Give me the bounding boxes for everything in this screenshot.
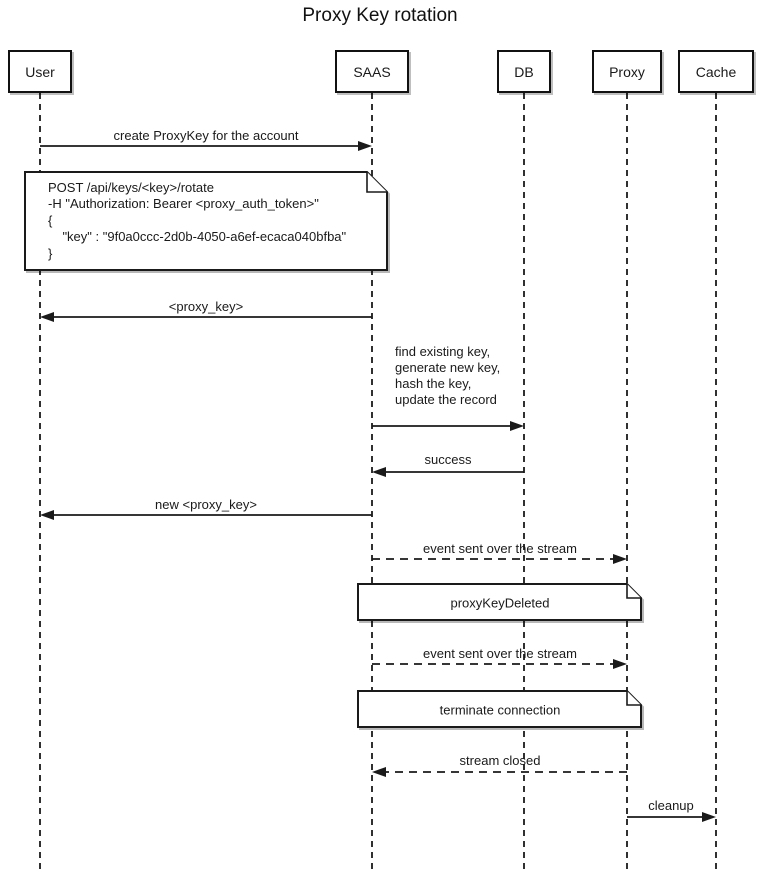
update-record-line-1: find existing key, — [395, 344, 491, 359]
diagram-title: Proxy Key rotation — [302, 5, 458, 26]
participant-user-label: User — [25, 63, 55, 80]
update-record-line-4: update the record — [395, 392, 497, 407]
payload-line-1: POST /api/keys/<key>/rotate — [48, 180, 214, 195]
participant-proxy: Proxy — [592, 50, 662, 93]
update-record-line-2: generate new key, — [395, 360, 501, 375]
payload-line-3: { — [48, 212, 53, 228]
message-label-update-record: find existing key, generate new key, has… — [395, 344, 500, 408]
arrowhead-create-proxykey — [358, 141, 372, 151]
arrowhead-success — [372, 467, 386, 477]
message-label-event-stream-1: event sent over the stream — [423, 541, 577, 556]
note-proxykey-deleted-label: proxyKeyDeleted — [450, 595, 550, 611]
arrowhead-new-proxy-key — [40, 510, 54, 520]
participant-db: DB — [497, 50, 551, 93]
message-label-stream-closed: stream closed — [459, 753, 541, 768]
participant-saas-label: SAAS — [353, 63, 391, 80]
participant-proxy-label: Proxy — [609, 63, 645, 80]
participant-cache: Cache — [678, 50, 754, 93]
note-terminate-connection — [357, 690, 642, 728]
note-proxykey-deleted-fold — [626, 584, 641, 599]
payload-line-4: "key" : "9f0a0ccc-2d0b-4050-a6ef-ecaca04… — [48, 229, 347, 245]
message-label-event-stream-2: event sent over the stream — [423, 646, 577, 661]
arrowhead-update-record — [510, 421, 524, 431]
payload-line-2: -H "Authorization: Bearer <proxy_auth_to… — [48, 196, 319, 212]
note-terminate-connection-fold — [626, 691, 641, 706]
arrowhead-cleanup — [702, 812, 716, 822]
participant-saas: SAAS — [335, 50, 409, 93]
update-record-line-3: hash the key, — [395, 376, 472, 391]
arrowhead-event-stream-1 — [613, 554, 627, 564]
participant-db-label: DB — [514, 63, 534, 80]
note-request-payload — [24, 171, 388, 271]
participant-user: User — [8, 50, 72, 93]
message-label-success: success — [424, 452, 472, 467]
payload-line-5: } — [48, 245, 53, 261]
participant-cache-label: Cache — [695, 63, 737, 80]
message-label-create-proxykey: create ProxyKey for the account — [113, 128, 299, 143]
message-label-new-proxy-key: new <proxy_key> — [155, 497, 257, 512]
note-request-payload-text: POST /api/keys/<key>/rotate -H "Authoriz… — [48, 180, 346, 262]
note-terminate-connection-label: terminate connection — [439, 702, 561, 718]
message-label-proxy-key: <proxy_key> — [168, 299, 244, 314]
arrowhead-proxy-key — [40, 312, 54, 322]
note-request-payload-fold — [366, 172, 387, 193]
arrowhead-stream-closed — [372, 767, 386, 777]
note-proxykey-deleted — [357, 583, 642, 621]
arrowhead-event-stream-2 — [613, 659, 627, 669]
message-label-cleanup: cleanup — [648, 798, 694, 813]
